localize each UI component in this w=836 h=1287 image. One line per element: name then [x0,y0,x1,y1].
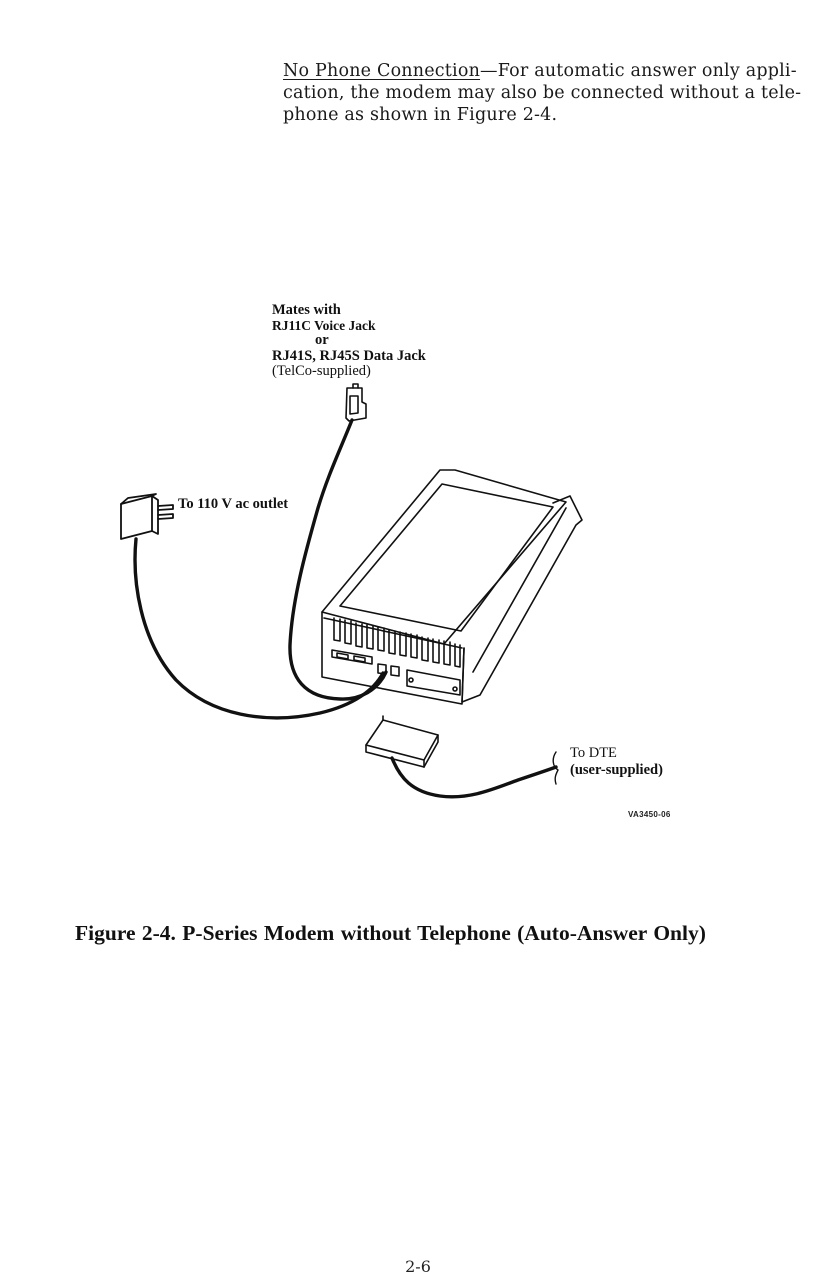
jack-label-line-5: (TelCo-supplied) [272,363,371,379]
intro-paragraph: No Phone Connection—For automatic answer… [283,60,802,126]
intro-line-2: cation, the modem may also be connected … [283,83,802,103]
page-number: 2-6 [405,1257,431,1276]
intro-heading: No Phone Connection [283,61,481,81]
intro-line-1-rest: —For automatic answer only appli- [480,61,797,81]
power-label: To 110 V ac outlet [178,496,289,512]
intro-line-3: phone as shown in Figure 2-4. [283,105,558,125]
figure-code: VA3450-06 [628,810,671,819]
jack-label-line-3: or [315,332,329,348]
jack-label-line-4: RJ41S, RJ45S Data Jack [272,348,426,364]
dte-label-line-1: To DTE [570,745,617,761]
dte-cable [390,756,558,799]
dte-connector-icon [365,715,439,768]
intro-line-1: No Phone Connection—For automatic answer… [283,60,797,82]
dte-cable-end [552,751,559,785]
jack-label-line-1: Mates with [272,302,341,318]
power-cord [133,537,385,720]
phone-plug-icon [345,383,367,422]
figure-caption: Figure 2-4. P-Series Modem without Telep… [75,921,706,945]
power-adapter-icon [120,493,174,540]
jack-label-line-2: RJ11C Voice Jack [272,318,376,333]
phone-cord [288,418,388,701]
dte-label-line-2: (user-supplied) [570,762,663,778]
modem-icon [321,469,583,705]
